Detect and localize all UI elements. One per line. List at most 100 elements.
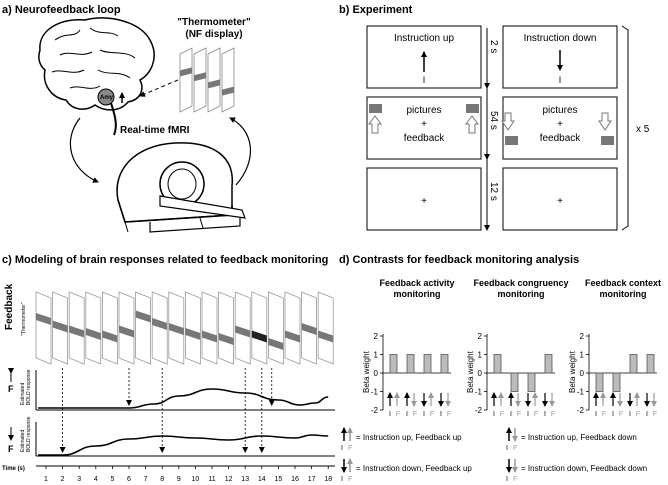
- fixation-screen: [366, 167, 482, 231]
- amy-label: Amy: [100, 95, 114, 101]
- y-tick-label: -2: [371, 406, 379, 415]
- thermometer-feedback-bar: [102, 330, 118, 343]
- thermometer-panel: [135, 291, 151, 365]
- thermometer-feedback-bar: [251, 330, 267, 343]
- feedback-bar: [505, 136, 518, 145]
- time-tick-label: 3: [77, 476, 81, 483]
- contrast-bar: [646, 354, 655, 374]
- chart-title: monitoring: [600, 289, 647, 299]
- feedback-sequence: [35, 291, 334, 365]
- nf-display-label-2: (NF display): [185, 29, 242, 40]
- time-tick-label: 17: [308, 476, 316, 483]
- y-tick-label: -1: [371, 388, 379, 397]
- y-tick-label: 0: [580, 369, 585, 378]
- time-tick-label: 14: [258, 476, 266, 483]
- thermometer-panel: [218, 291, 234, 365]
- i-glyph: I: [544, 411, 546, 418]
- f-glyph: F: [653, 411, 657, 418]
- panel-d: d) Contrasts for feedback monitoring ana…: [339, 254, 661, 483]
- thermometer-panel: [201, 291, 218, 365]
- y-tick-label: 1: [374, 351, 379, 360]
- thermometer-feedback-bar: [268, 338, 284, 350]
- i-glyph: I: [595, 411, 597, 418]
- mri-scanner-illustration: [116, 142, 246, 233]
- thermometer-feedback-bar: [301, 323, 317, 335]
- thermometer-panel: [317, 291, 334, 365]
- panel-a-title: a) Neurofeedback loop: [2, 4, 121, 16]
- feedback-text: feedback: [540, 133, 582, 144]
- thermometer-panel: [234, 291, 251, 365]
- thermometer-panel: [185, 291, 201, 365]
- time-tick-label: 4: [94, 476, 98, 483]
- time-tick-label: 16: [291, 476, 299, 483]
- i-glyph: I: [493, 411, 495, 418]
- event-markers: [59, 368, 275, 453]
- feedback-bar: [369, 104, 382, 113]
- feedback-text: feedback: [404, 133, 446, 144]
- y-tick-label: 1: [580, 351, 585, 360]
- thermometer-panel: [35, 291, 52, 365]
- instruction-up-text: Instruction up: [394, 33, 454, 44]
- contrast-bar: [440, 354, 449, 374]
- f-glyph: F: [430, 411, 434, 418]
- nf-feedback-bar: [208, 79, 220, 89]
- thermometer-panel: [168, 291, 185, 365]
- i-glyph: I: [612, 411, 614, 418]
- y-tick-label: 0: [478, 369, 483, 378]
- hollow-up-arrow-icon: [465, 115, 479, 134]
- legend: I F = Instruction up, Feedback up I F = …: [341, 427, 647, 483]
- time-axis-label: Time (s): [2, 466, 25, 472]
- legend-f-glyph: F: [513, 445, 517, 452]
- i-glyph: I: [423, 75, 426, 85]
- y-tick-label: 2: [478, 332, 483, 341]
- amygdala-marker: [97, 88, 115, 106]
- thermometer-feedback-bar: [168, 323, 184, 335]
- thermometer-feedback-bar: [285, 330, 300, 343]
- time-tick-label: 18: [324, 476, 332, 483]
- i-glyph: I: [559, 75, 562, 85]
- thermometer-feedback-bar: [218, 333, 234, 345]
- legend-i-glyph: I: [341, 445, 343, 452]
- thermometer-panel: [301, 291, 317, 365]
- panel-a: a) Neurofeedback loop Amy "Thermometer" …: [2, 4, 251, 233]
- panel-c: c) Modeling of brain responses related t…: [2, 254, 335, 483]
- legend-up-up: = Instruction up, Feedback up: [356, 433, 462, 442]
- bold-response-up-curve: [38, 388, 329, 409]
- feedback-bar: [466, 104, 479, 113]
- contrast-bar: [527, 372, 536, 392]
- loop-arrow-right: [229, 117, 251, 186]
- f-glyph: F: [534, 411, 538, 418]
- display-to-amy-arrow: [139, 79, 179, 97]
- thermometer-row-label: "Thermometer": [21, 302, 27, 336]
- f-label-up: F: [8, 384, 14, 394]
- nf-display-panel: [207, 47, 221, 113]
- y-tick-label: -2: [475, 406, 483, 415]
- feedback-up-screen: [366, 96, 482, 160]
- f-glyph: F: [447, 411, 451, 418]
- nf-display-panel: [221, 47, 235, 113]
- y-tick-label: -2: [577, 406, 585, 415]
- i-glyph: I: [646, 411, 648, 418]
- legend-down-up: = Instruction down, Feedback up: [356, 464, 472, 473]
- contrast-bar: [544, 354, 553, 374]
- loop-arrow-left: [69, 117, 99, 183]
- bold-label-up-1: Estimated: [20, 383, 26, 405]
- feedback-down-screen: [502, 96, 618, 160]
- legend-f-glyph: F: [348, 476, 352, 483]
- f-glyph: F: [619, 411, 623, 418]
- legend-i-glyph: I: [341, 476, 343, 483]
- thermometer-feedback-bar: [202, 330, 217, 343]
- y-tick-label: 1: [478, 351, 483, 360]
- panel-b-title: b) Experiment: [339, 4, 413, 16]
- thermometer-feedback-bar: [135, 310, 151, 323]
- duration-54s: 54 s: [488, 111, 499, 130]
- contrast-bar: [612, 372, 621, 392]
- thermometer-panel: [268, 291, 284, 365]
- panel-c-title: c) Modeling of brain responses related t…: [2, 254, 328, 266]
- thermometer-feedback-bar: [85, 328, 101, 340]
